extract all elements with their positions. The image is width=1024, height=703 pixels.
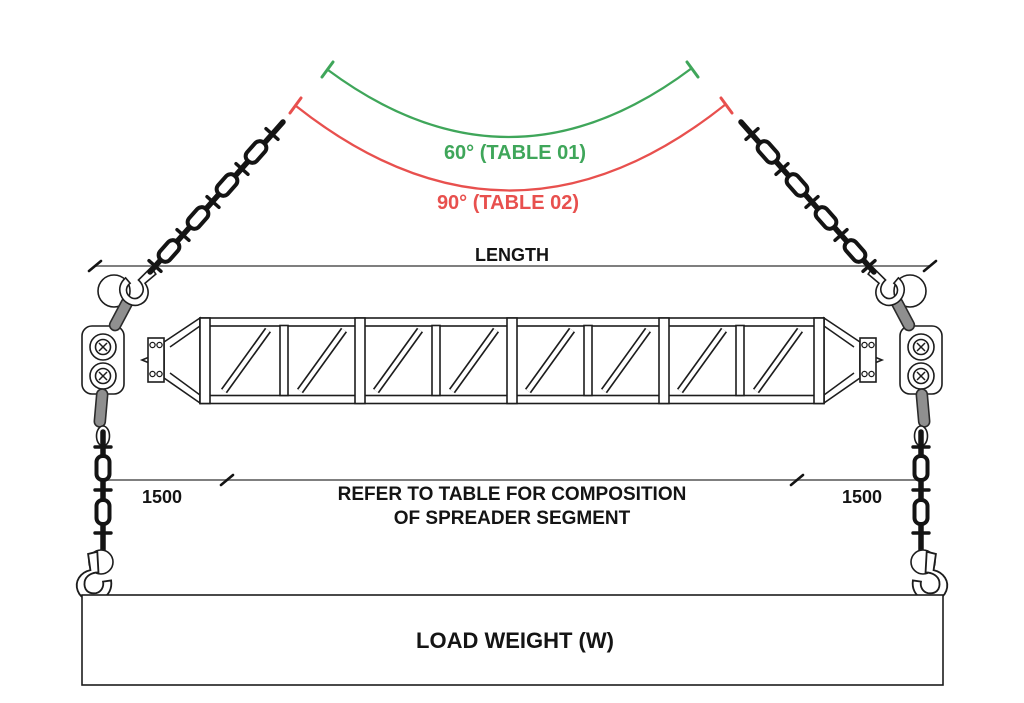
- dim-tick: [219, 473, 235, 487]
- truss-right-cone: [823, 316, 885, 405]
- truss-joint: [354, 317, 366, 405]
- left-vertical-chain: [93, 388, 113, 561]
- arc-90-end-tick: [719, 96, 734, 115]
- arc-60-label: 60° (TABLE 01): [444, 142, 586, 164]
- refer-note-line2: OF SPREADER SEGMENT: [394, 508, 631, 529]
- top-right-hardware: [858, 258, 927, 332]
- shackle-pin: [915, 388, 931, 428]
- truss-diagonals: [220, 327, 804, 394]
- right-vertical-chain: [911, 388, 931, 561]
- top-left-chain: [147, 119, 286, 275]
- arc-90-curve: [295, 103, 727, 192]
- bottom-right-hook: [910, 549, 949, 602]
- truss-vertical: [813, 317, 825, 405]
- dim-tick: [789, 473, 805, 487]
- angle-arc-60: 60° (TABLE 01): [320, 60, 700, 164]
- dim-1500-left: 1500: [142, 487, 182, 507]
- top-right-chain: [738, 119, 877, 275]
- truss-vertical: [735, 324, 745, 397]
- truss-joint: [506, 317, 518, 405]
- truss-vertical: [431, 324, 441, 397]
- arc-90-end-tick: [288, 96, 303, 115]
- right-end-plate: [899, 325, 943, 395]
- bottom-left-hook: [75, 549, 114, 602]
- length-label: LENGTH: [475, 245, 549, 265]
- dim-tick: [87, 259, 103, 273]
- load-block-rect: [81, 594, 944, 686]
- arc-90-label: 90° (TABLE 02): [437, 192, 579, 214]
- truss-vertical: [279, 324, 289, 397]
- truss-joint: [658, 317, 670, 405]
- truss-vertical: [199, 317, 211, 405]
- load-label: LOAD WEIGHT (W): [416, 628, 614, 653]
- refer-note-line1: REFER TO TABLE FOR COMPOSITION: [338, 484, 687, 505]
- dim-tick: [922, 259, 938, 273]
- arc-60-end-tick: [320, 60, 335, 79]
- left-end-plate: [81, 325, 125, 395]
- spreader-truss: [81, 316, 943, 405]
- load-block: LOAD WEIGHT (W): [81, 594, 944, 686]
- shackle-pin: [93, 388, 109, 428]
- arc-60-curve: [327, 67, 693, 139]
- dim-1500-right: 1500: [842, 487, 882, 507]
- top-left-hardware: [97, 258, 166, 332]
- truss-vertical: [583, 324, 593, 397]
- angle-arc-90: 90° (TABLE 02): [288, 96, 734, 214]
- segment-dimension: 1500 1500 REFER TO TABLE FOR COMPOSITION…: [103, 473, 921, 529]
- truss-left-cone: [139, 316, 201, 405]
- length-dimension: LENGTH: [87, 245, 938, 273]
- arc-60-end-tick: [685, 60, 700, 79]
